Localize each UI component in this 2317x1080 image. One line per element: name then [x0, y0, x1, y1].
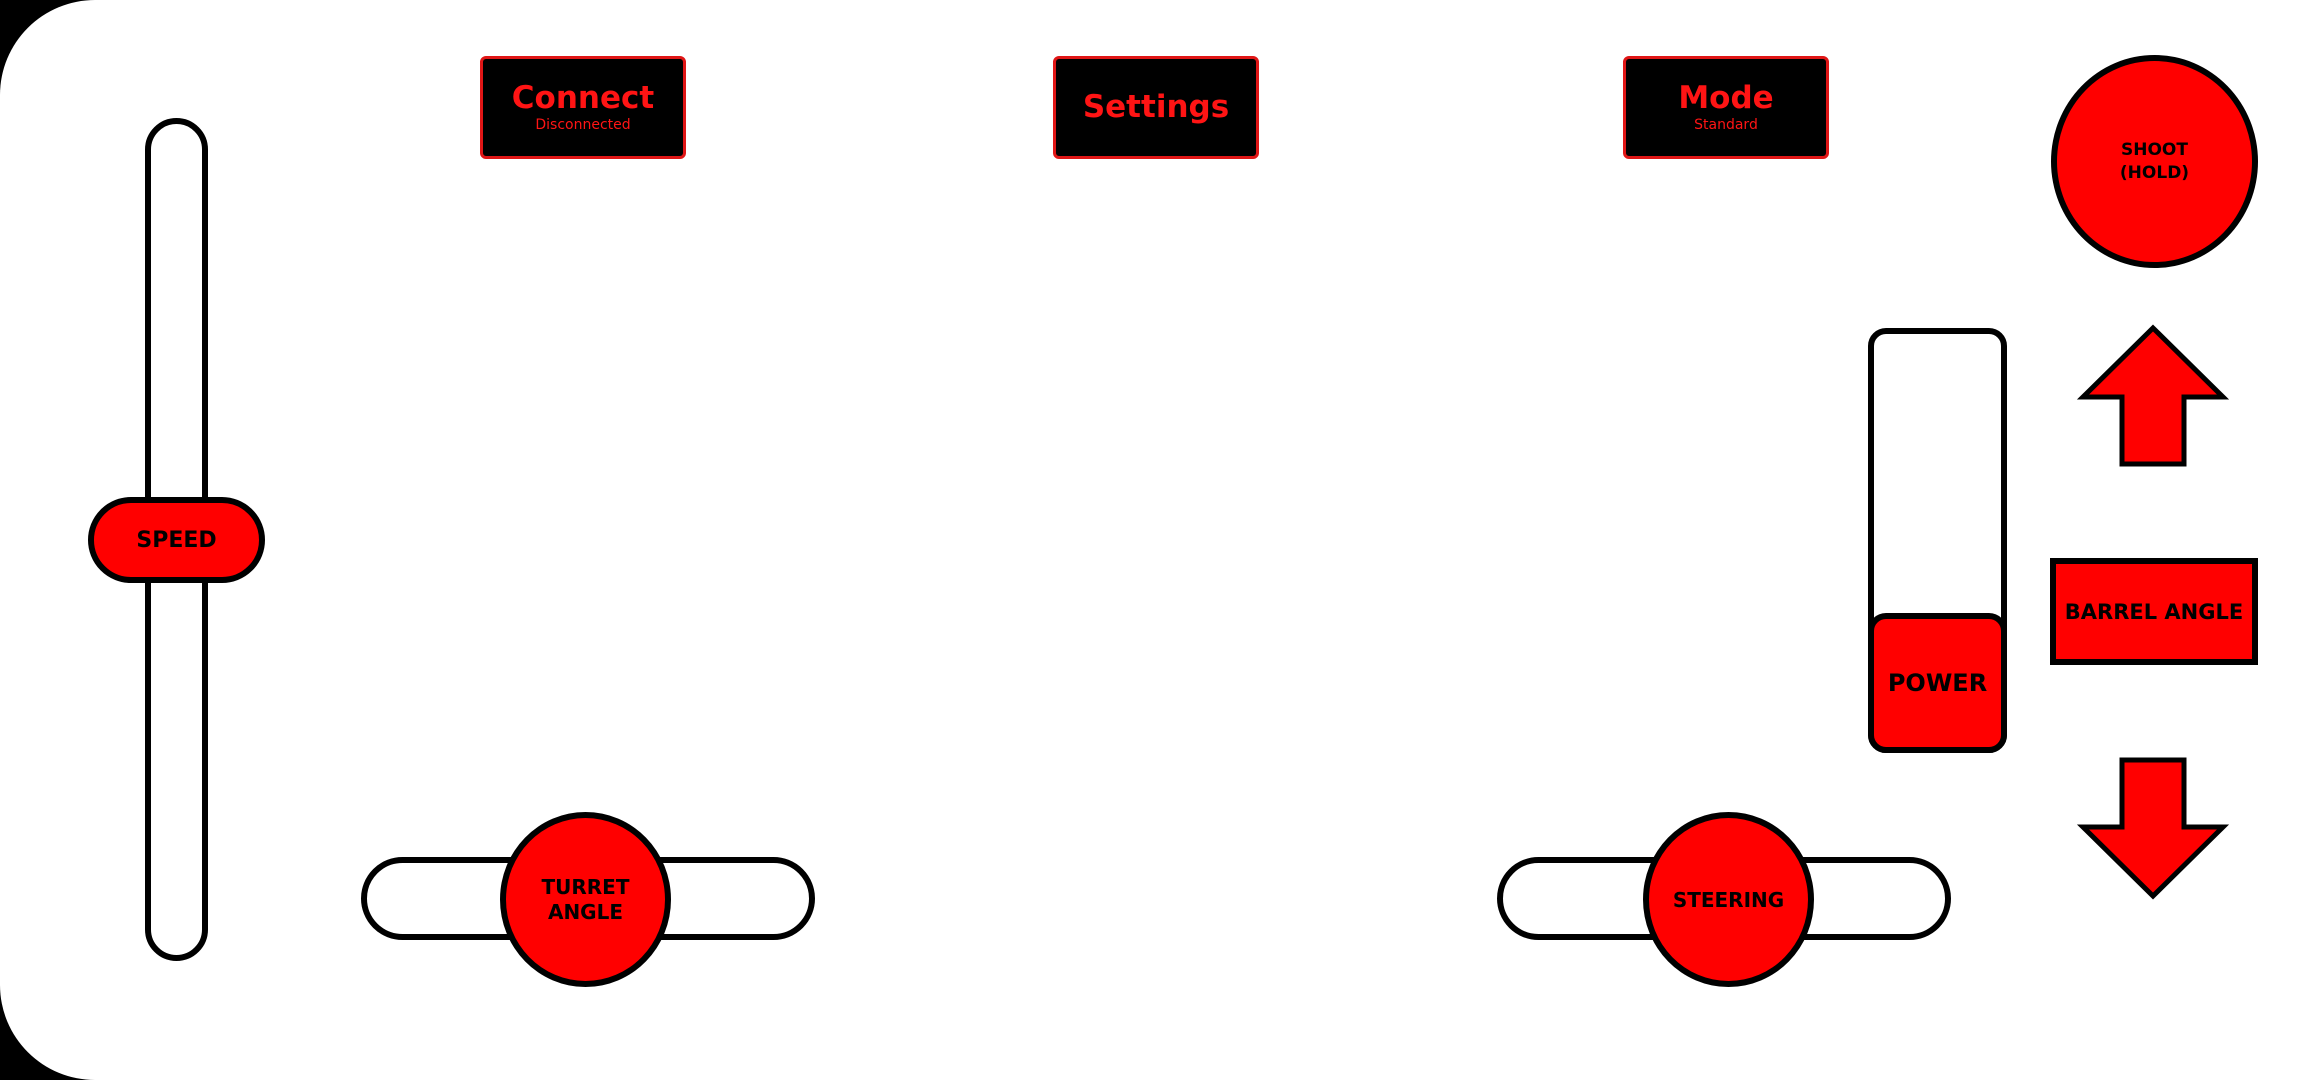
shoot-label: SHOOT (HOLD)	[2119, 139, 2190, 183]
settings-label: Settings	[1082, 89, 1230, 126]
steering-label: STEERING	[1672, 887, 1785, 912]
mode-label: Mode	[1678, 79, 1774, 116]
arrow-down-icon[interactable]	[2076, 757, 2230, 900]
arrow-up-icon[interactable]	[2076, 324, 2230, 467]
power-slider-handle[interactable]: POWER	[1868, 613, 2007, 753]
speed-label: SPEED	[136, 527, 217, 553]
barrel-angle-control[interactable]: BARREL ANGLE	[2050, 558, 2258, 665]
turret-angle-label: TURRET ANGLE	[541, 874, 630, 924]
shoot-button[interactable]: SHOOT (HOLD)	[2051, 55, 2258, 268]
steering-slider-handle[interactable]: STEERING	[1643, 812, 1814, 987]
connect-label: Connect	[511, 79, 655, 116]
barrel-angle-label: BARREL ANGLE	[2064, 599, 2244, 624]
turret-angle-slider-handle[interactable]: TURRET ANGLE	[500, 812, 671, 987]
connection-status: Disconnected	[535, 117, 631, 134]
settings-button[interactable]: Settings	[1053, 56, 1259, 159]
connect-button[interactable]: Connect Disconnected	[480, 56, 686, 159]
mode-value: Standard	[1694, 117, 1758, 134]
power-label: POWER	[1887, 669, 1988, 697]
speed-slider-handle[interactable]: SPEED	[88, 497, 265, 583]
mode-button[interactable]: Mode Standard	[1623, 56, 1829, 159]
